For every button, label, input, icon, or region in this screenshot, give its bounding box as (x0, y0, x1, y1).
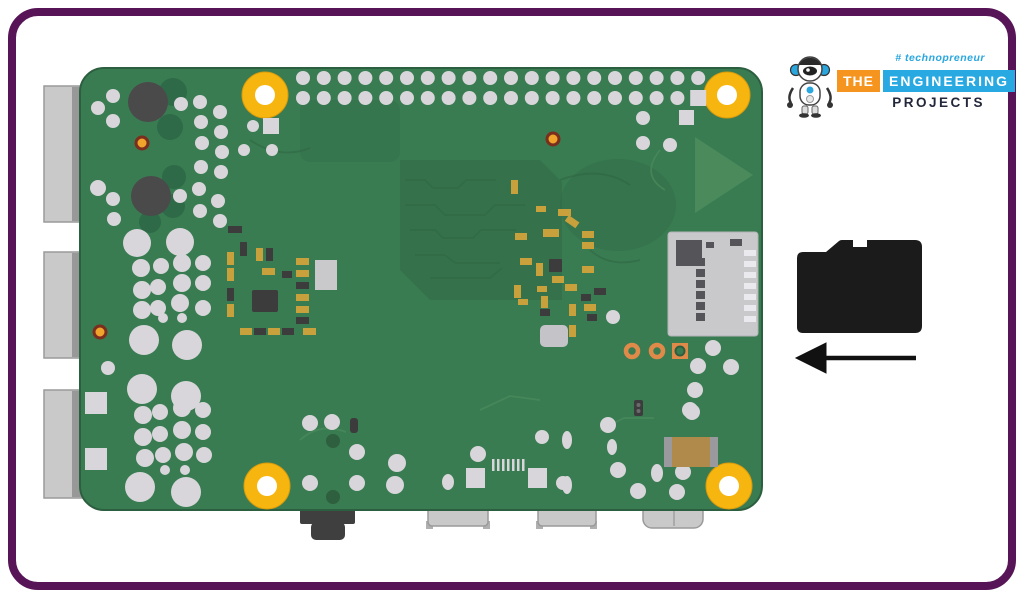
pin-indicator-pads (238, 118, 279, 156)
bottom-pad-field (302, 340, 739, 504)
logo-tagline: # technopreneur (895, 52, 985, 64)
robot-mascot-icon (787, 56, 833, 118)
microsd-card (797, 240, 922, 333)
logo-word-projects: PROJECTS (892, 95, 985, 110)
left-pad-field (85, 228, 212, 507)
top-right-pads (545, 110, 694, 152)
microsd-slot (667, 231, 759, 337)
mounting-hole-bottom-right (705, 462, 753, 510)
capacitor-component (664, 437, 718, 467)
mounting-hole-top-left (241, 71, 289, 119)
pcb-trace-regions (249, 100, 676, 441)
mounting-hole-top-right (703, 71, 751, 119)
logo-wordmark: THE ENGINEERING (837, 70, 1016, 92)
logo-word-engineering: ENGINEERING (883, 70, 1016, 92)
smd-cluster-right (511, 180, 620, 347)
ethernet-pad-area (90, 78, 229, 233)
usb-port-upper (43, 251, 84, 359)
logo-word-the: THE (837, 70, 880, 92)
smd-cluster-left (227, 226, 337, 335)
mounting-hole-bottom-left (243, 462, 291, 510)
insertion-arrow (794, 342, 916, 374)
silkscreen-triangle (695, 137, 753, 213)
ethernet-port (43, 85, 84, 223)
brand-logo: # technopreneur THE ENGINEERING PROJECTS (785, 50, 1016, 124)
gpio-header-pads (296, 71, 707, 106)
usb-port-lower (43, 389, 84, 499)
test-pads (623, 342, 688, 360)
pcb-board (79, 67, 763, 511)
